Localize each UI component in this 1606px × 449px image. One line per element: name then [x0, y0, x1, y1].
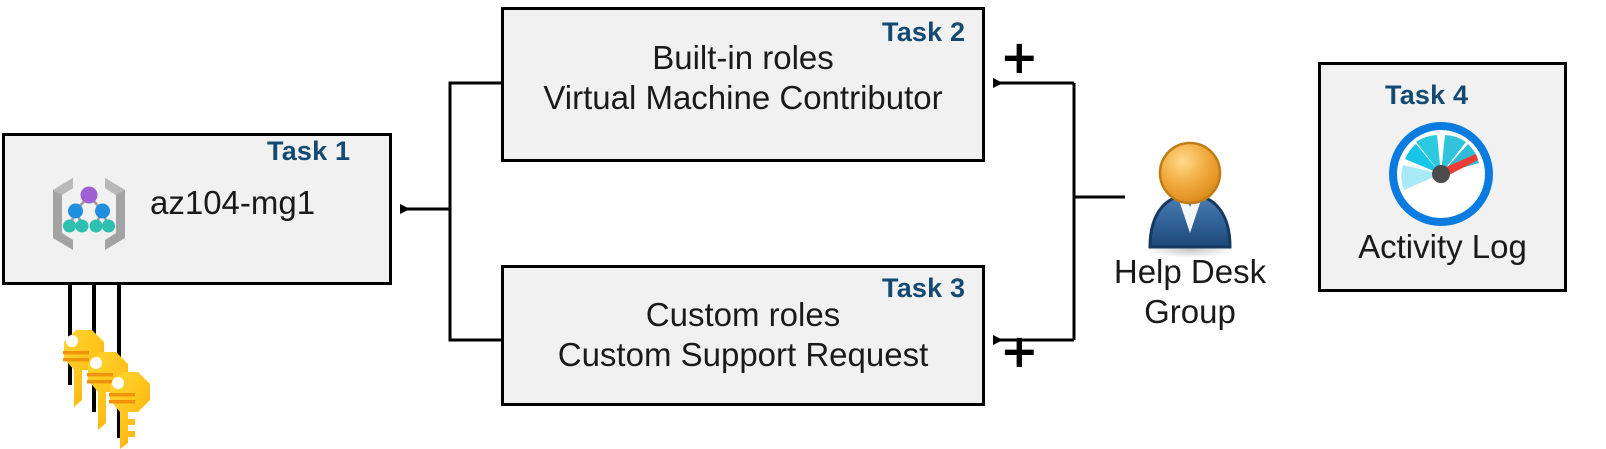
task3-box[interactable]: [501, 265, 985, 406]
task3-label: Task 3: [882, 273, 966, 303]
task1-label: Task 1: [267, 136, 351, 166]
edge-tasks-to-mg: [400, 81, 501, 342]
keys-icon: [63, 330, 150, 449]
task2-box[interactable]: [501, 7, 985, 162]
task2-text: Built-in roles Virtual Machine Contribut…: [543, 39, 943, 117]
user-group-icon: [1146, 141, 1234, 258]
task2-label: Task 2: [882, 17, 966, 47]
task4-box[interactable]: [1318, 62, 1567, 292]
task4-text: Activity Log: [1358, 228, 1527, 265]
task1-text: az104-mg1: [150, 184, 316, 221]
activity-log-gauge-icon: [1389, 122, 1493, 226]
helpdesk-group-label: Help Desk Group: [1113, 253, 1267, 331]
key-3: [109, 372, 150, 449]
key-2: [87, 352, 128, 430]
task1-box[interactable]: [2, 133, 392, 285]
task4-label: Task 4: [1385, 80, 1469, 110]
management-group-icon: [53, 178, 125, 250]
plus-icon-top: +: [1000, 30, 1039, 84]
key-1: [63, 330, 104, 407]
plus-icon-bottom: +: [1000, 324, 1039, 378]
task3-text: Custom roles Custom Support Request: [557, 296, 929, 374]
